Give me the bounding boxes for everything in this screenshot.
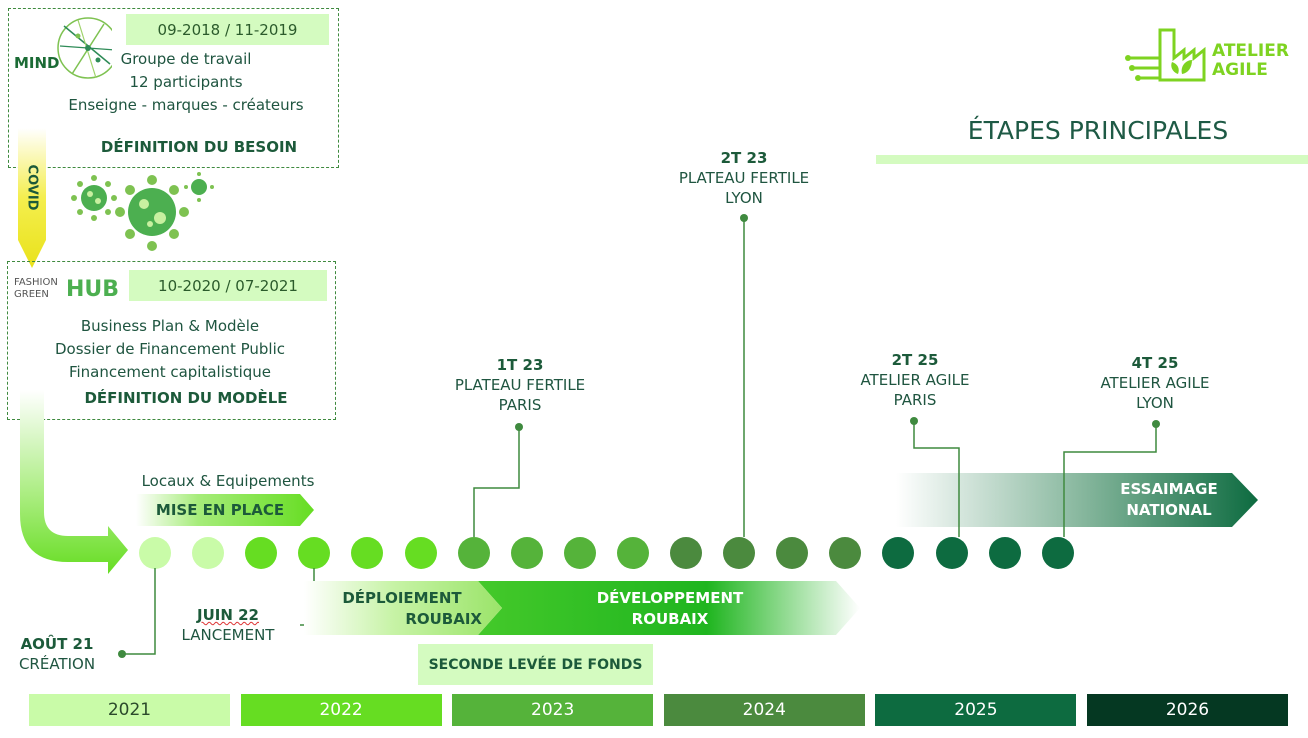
m3-when: 2T 25 [891, 351, 939, 369]
m2-line1: PLATEAU FERTILE [678, 169, 810, 187]
timeline-dot [1041, 537, 1074, 569]
title-underline [876, 155, 1308, 164]
phase1-box [8, 8, 339, 168]
timeline-dot [988, 537, 1021, 569]
m1-when: 1T 23 [496, 356, 544, 374]
m1-line1: PLATEAU FERTILE [454, 376, 586, 394]
timeline-dot [829, 537, 862, 569]
year-2026: 2026 [1087, 694, 1288, 726]
launch-when: JUIN 22 [197, 606, 259, 624]
funding-box: SECONDE LEVÉE DE FONDS [418, 644, 653, 685]
essaimage-line-1: ESSAIMAGE [1120, 480, 1218, 498]
atelier-agile-logo: ATELIER AGILE [1124, 22, 1294, 96]
m2-line2: LYON [725, 189, 763, 207]
curved-arrow [20, 390, 128, 574]
year-2024: 2024 [663, 694, 865, 726]
phase2-line-1: Business Plan & Modèle [80, 317, 260, 335]
deploiement-line-1: DÉPLOIEMENT [342, 589, 462, 607]
timeline-dot [882, 537, 915, 569]
year-2022: 2022 [240, 694, 442, 726]
phase2-line-2: Dossier de Financement Public [55, 340, 285, 358]
m3-line1: ATELIER AGILE [860, 371, 970, 389]
essaimage-arrow [896, 473, 1258, 527]
timeline-dot [723, 537, 756, 569]
mind-logo: MIND [12, 16, 119, 82]
timeline-dot [776, 537, 809, 569]
page-title: ÉTAPES PRINCIPALES [967, 116, 1229, 145]
timeline-dot [298, 537, 331, 569]
phase1-dates: 09-2018 / 11-2019 [126, 14, 329, 45]
setup-label: MISE EN PLACE [155, 501, 285, 519]
covid-arrow: COVID [16, 128, 48, 268]
roubaix-arrows [304, 581, 860, 635]
phase2-box [7, 261, 336, 420]
fgh-big: HUB [66, 277, 120, 302]
mind-label: MIND [14, 54, 60, 72]
logo-line-1: ATELIER [1212, 41, 1289, 61]
phase2-heading: DÉFINITION DU MODÈLE [84, 389, 288, 407]
setup-arrow [136, 494, 314, 526]
m4-when: 4T 25 [1131, 354, 1179, 372]
m3-line2: PARIS [893, 391, 937, 409]
phase2-line-3: Financement capitalistique [68, 363, 272, 381]
timeline-dot [670, 537, 702, 569]
timeline-dot [563, 537, 596, 569]
m2-when: 2T 23 [720, 149, 768, 167]
fgh-small-2: GREEN [14, 289, 49, 300]
developpement-line-2: ROUBAIX [631, 610, 709, 628]
mind-network-icon [57, 17, 119, 79]
launch-label: LANCEMENT [181, 626, 275, 644]
year-2023: 2023 [452, 694, 654, 726]
phase2-dates: 10-2020 / 07-2021 [129, 270, 327, 301]
phase1-heading: DÉFINITION DU BESOIN [100, 138, 298, 156]
virus-icon [71, 172, 214, 251]
timeline-dot [245, 537, 278, 569]
phase1-line-1: Groupe de travail [120, 50, 252, 68]
phase1-line-3: Enseigne - marques - créateurs [68, 96, 304, 114]
timeline-dot [935, 537, 968, 569]
essaimage-line-2: NATIONAL [1126, 501, 1212, 519]
timeline-dot [192, 537, 225, 569]
timeline-dot [510, 537, 543, 569]
fgh-small-1: FASHION [14, 277, 58, 288]
fashion-green-hub-logo: FASHION GREEN HUB [14, 277, 124, 307]
setup-caption: Locaux & Equipements [141, 472, 315, 490]
creation-label: CRÉATION [18, 655, 96, 673]
timeline-dot [457, 537, 490, 569]
year-2021: 2021 [29, 694, 230, 726]
creation-when: AOÛT 21 [20, 635, 94, 653]
timeline-dot [616, 537, 649, 569]
m1-line2: PARIS [498, 396, 542, 414]
year-2025: 2025 [875, 694, 1077, 726]
deploiement-line-2: ROUBAIX [405, 610, 482, 628]
timeline-dot [139, 537, 171, 569]
m4-line2: LYON [1136, 394, 1174, 412]
logo-line-2: AGILE [1212, 60, 1268, 80]
phase1-line-2: 12 participants [129, 73, 243, 91]
m4-line1: ATELIER AGILE [1100, 374, 1210, 392]
timeline-dot [351, 537, 384, 569]
timeline-dot [404, 537, 437, 569]
developpement-line-1: DÉVELOPPEMENT [596, 589, 744, 607]
factory-circuit-icon [1125, 28, 1206, 82]
